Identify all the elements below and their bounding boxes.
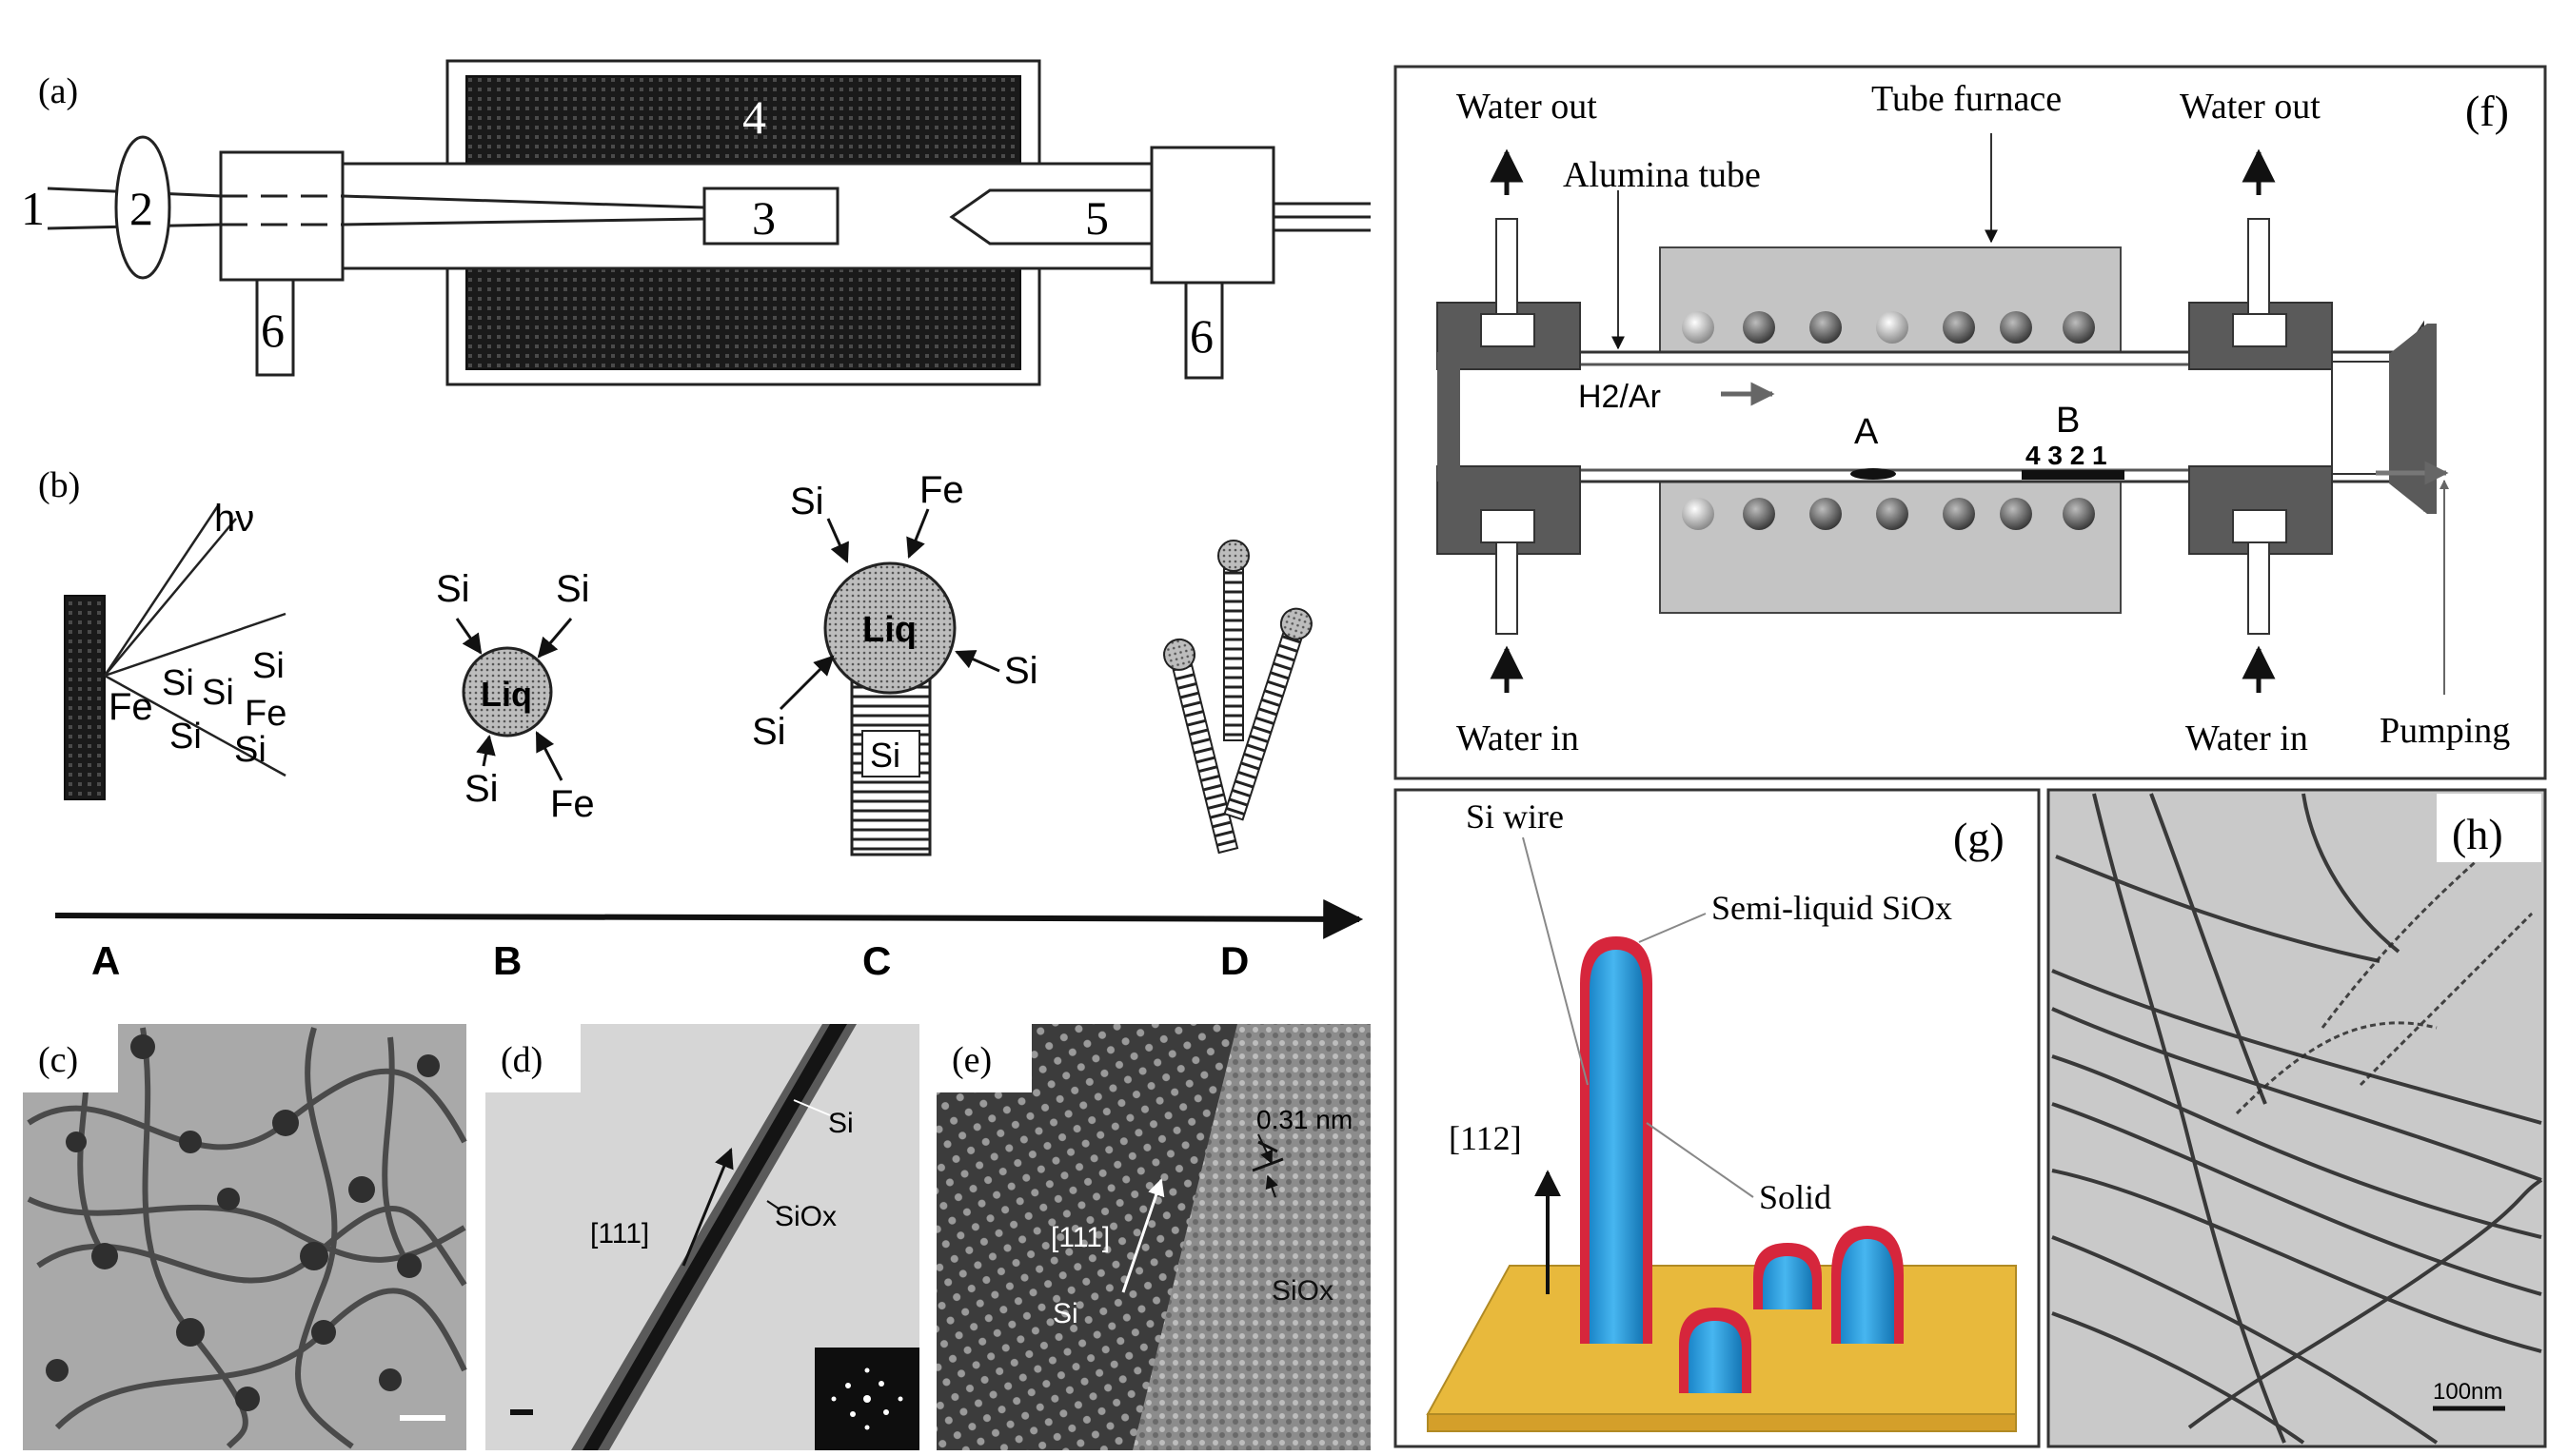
wire-si-label: Si	[870, 736, 900, 775]
boat-a-label: A	[1854, 412, 1879, 452]
droplet-b-fe: Fe	[550, 783, 595, 825]
boat-b-positions: 4 3 2 1	[2025, 441, 2107, 470]
pumping-label: Pumping	[2380, 711, 2510, 751]
wire-si-box	[861, 730, 920, 777]
dome-3-core	[1841, 1239, 1894, 1344]
droplet-c-fe: Fe	[919, 469, 964, 511]
part-5: 5	[1085, 191, 1109, 245]
panel-g: Si wire Semi-liquid SiOx [112] Solid (g)	[1393, 788, 2041, 1448]
nanowire-d-1	[1217, 540, 1250, 741]
si-lattice-region	[937, 1024, 1237, 1450]
heating-elements-bottom	[1682, 498, 2095, 530]
water-in-right: Water in	[2185, 718, 2308, 758]
collector	[949, 188, 1154, 246]
hrtem-siox: SiOx	[1272, 1275, 1333, 1307]
stage-d: D	[1220, 938, 1249, 983]
ablation-si-1: Si	[162, 663, 194, 703]
boat-b-label: B	[2056, 401, 2080, 441]
part-1: 1	[21, 182, 45, 235]
stage-b: B	[493, 938, 522, 983]
ablation-si-3: Si	[252, 646, 285, 686]
nanowire-d-2	[1163, 638, 1239, 855]
target	[702, 187, 840, 246]
panel-b: (b) hν Fe Si Si Si Si Fe Si Si Liq Si Si…	[38, 465, 1364, 983]
photon-label: hν	[214, 498, 254, 540]
ablation-si-2: Si	[202, 673, 234, 713]
wire-core-d	[583, 1024, 847, 1450]
direction-112: [112]	[1449, 1119, 1522, 1157]
left-cooling-flange	[1436, 218, 1581, 635]
liquid-droplet-b	[462, 646, 553, 738]
left-support	[255, 278, 295, 377]
droplet-b-label: Liq	[481, 675, 532, 714]
droplet-c-label: Liq	[862, 610, 917, 650]
panel-c: (c)	[23, 1024, 467, 1450]
alumina-tube	[1447, 350, 2431, 483]
focusing-lens	[114, 135, 171, 280]
droplet-c-si-2: Si	[752, 711, 786, 753]
panel-e-label: (e)	[952, 1040, 992, 1080]
left-flange	[219, 150, 345, 282]
solid-label: Solid	[1759, 1178, 1831, 1216]
part-2: 2	[129, 182, 153, 235]
droplet-b-si-3: Si	[464, 768, 499, 810]
timeline-arrow	[54, 898, 1364, 939]
droplet-c-si-1: Si	[790, 481, 824, 522]
tem-image-h	[2046, 788, 2547, 1448]
scale-bar-h-label: 100nm	[2433, 1379, 2502, 1405]
part-6-right: 6	[1190, 309, 1214, 363]
panel-h-label: (h)	[2452, 810, 2503, 858]
wire-d-si: Si	[828, 1108, 854, 1139]
tube-furnace-label: Tube furnace	[1871, 79, 2062, 119]
panel-h: (h) 100nm	[2046, 788, 2547, 1448]
si-wire-label: Si wire	[1466, 797, 1564, 836]
dome-1-core	[1689, 1321, 1742, 1393]
panel-d: [111] Si SiOx (d)	[485, 1024, 919, 1450]
lattice-spacing: 0.31 nm	[1256, 1105, 1353, 1134]
alumina-tube-label: Alumina tube	[1563, 155, 1761, 195]
stage-a: A	[91, 938, 120, 983]
hrtem-dir: [111]	[1051, 1222, 1110, 1253]
ablation-si-4: Si	[169, 717, 202, 757]
ablation-fe-2: Fe	[245, 694, 286, 734]
droplet-c-si-3: Si	[1004, 650, 1038, 692]
panel-e: 0.31 nm [111] Si SiOx (e)	[937, 1024, 1371, 1450]
ablation-si-5: Si	[234, 730, 267, 770]
dome-2-core	[1763, 1256, 1812, 1309]
wire-d-siox: SiOx	[775, 1201, 837, 1232]
ablation-fe: Fe	[109, 686, 153, 728]
water-in-left: Water in	[1456, 718, 1579, 758]
panel-d-label: (d)	[501, 1040, 543, 1080]
panel-f: Water out Water out Water in Water in Tu…	[1393, 65, 2547, 780]
part-4: 4	[742, 90, 766, 144]
right-support	[1184, 281, 1224, 380]
gas-label: H2/Ar	[1578, 379, 1661, 415]
liquid-droplet-c	[823, 561, 957, 695]
part-3: 3	[752, 191, 776, 245]
nanowire-d-3	[1223, 607, 1313, 821]
stage-c: C	[862, 938, 891, 983]
hrtem-si: Si	[1053, 1298, 1078, 1329]
panel-c-label: (c)	[38, 1040, 78, 1080]
droplet-b-si-1: Si	[436, 568, 470, 610]
panel-g-label: (g)	[1953, 814, 2005, 862]
panel-a: (a) 1 2 3 4 5 6 6	[21, 59, 1371, 386]
right-flange	[1150, 146, 1275, 285]
boat-a	[1850, 468, 1896, 480]
part-6-left: 6	[261, 304, 285, 357]
heating-elements-top	[1682, 311, 2095, 344]
panel-f-label: (f)	[2465, 87, 2509, 135]
water-out-left: Water out	[1456, 87, 1597, 127]
ablation-target	[64, 595, 106, 800]
panel-a-label: (a)	[38, 71, 78, 111]
boat-b	[2022, 470, 2124, 480]
panel-b-label: (b)	[38, 465, 80, 505]
semi-liquid-label: Semi-liquid SiOx	[1711, 889, 1952, 927]
droplet-b-si-2: Si	[556, 568, 590, 610]
right-cooling-flange	[2188, 218, 2437, 635]
tall-wire-core	[1590, 950, 1643, 1344]
wire-d-dir: [111]	[590, 1218, 649, 1249]
water-out-right: Water out	[2180, 87, 2321, 127]
